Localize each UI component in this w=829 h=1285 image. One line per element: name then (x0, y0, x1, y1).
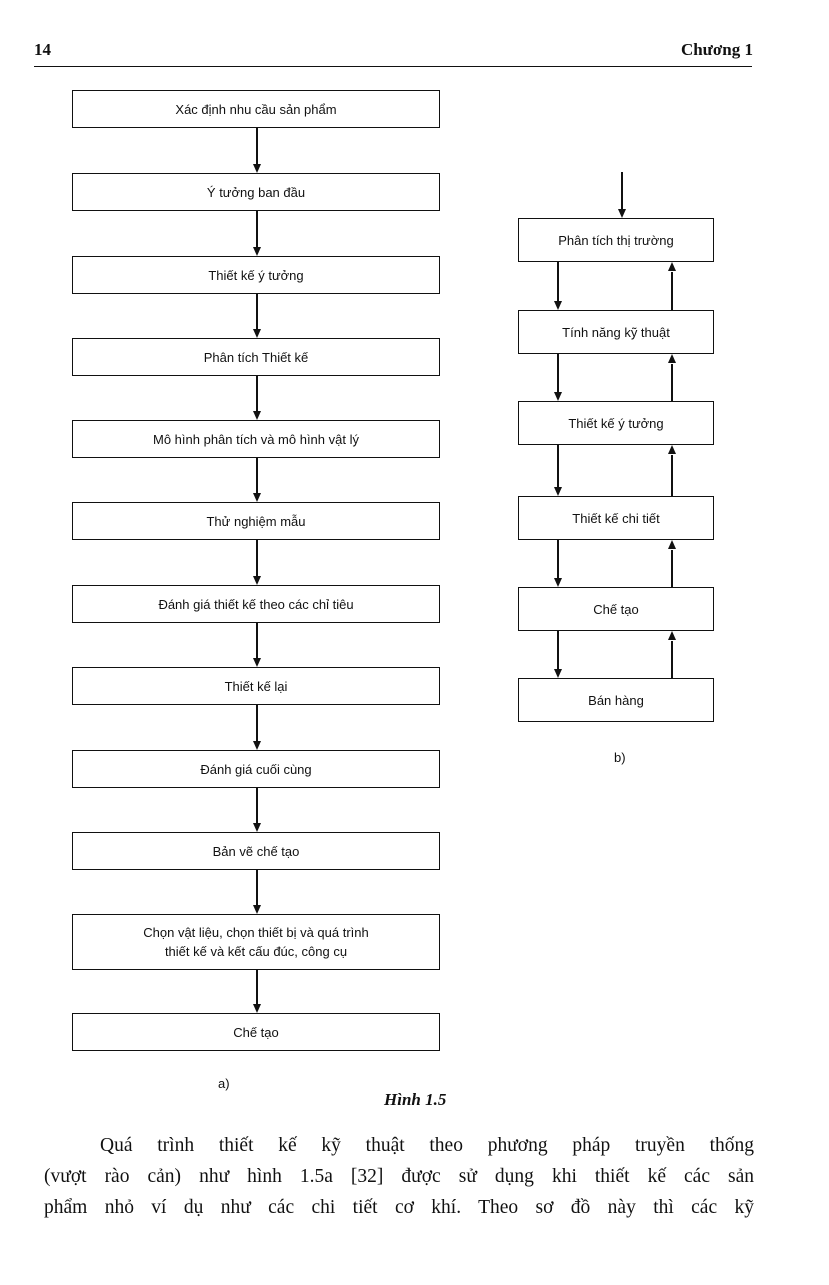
flow-b-down-line-5 (557, 631, 559, 669)
flow-a-box-1-label: Xác định nhu cầu sản phẩm (175, 101, 337, 117)
flow-a-box-11-line-1: Chọn vật liệu, chọn thiết bị và quá trìn… (143, 925, 369, 940)
flow-a-box-11: Chọn vật liệu, chọn thiết bị và quá trìn… (72, 914, 440, 970)
flow-a-arrowhead-11 (253, 1004, 261, 1013)
flow-b-box-3-label: Thiết kế ý tưởng (568, 415, 664, 431)
flow-b-up-line-2 (671, 364, 673, 401)
flow-b-box-5: Chế tạo (518, 587, 714, 631)
flow-b-up-arrowhead-4 (668, 540, 676, 549)
header-divider (34, 66, 752, 67)
flow-b-up-arrowhead-1 (668, 262, 676, 271)
flow-b-up-line-4 (671, 550, 673, 587)
flow-b-box-3: Thiết kế ý tưởng (518, 401, 714, 445)
flow-a-box-5: Mô hình phân tích và mô hình vật lý (72, 420, 440, 458)
flow-b-down-line-3 (557, 445, 559, 487)
flow-a-box-4: Phân tích Thiết kế (72, 338, 440, 376)
flow-b-down-line-1 (557, 262, 559, 301)
flow-b-down-arrowhead-2 (554, 392, 562, 401)
flow-b-up-line-1 (671, 272, 673, 310)
flow-b-box-2-label: Tính năng kỹ thuật (562, 324, 670, 340)
flow-b-box-1-label: Phân tích thị trường (558, 232, 674, 248)
flow-b-up-arrowhead-5 (668, 631, 676, 640)
flow-a-arrow-line-8 (256, 705, 258, 741)
flow-a-box-7-label: Đánh giá thiết kế theo các chỉ tiêu (158, 596, 354, 612)
flow-a-arrow-line-6 (256, 540, 258, 576)
figure-a-caption: a) (218, 1076, 230, 1091)
paragraph-line-3: phẩm nhỏ ví dụ như các chi tiết cơ khí. … (44, 1197, 754, 1218)
flow-a-arrowhead-4 (253, 411, 261, 420)
flow-a-box-12: Chế tạo (72, 1013, 440, 1051)
flow-b-down-line-2 (557, 354, 559, 392)
flow-a-arrow-line-5 (256, 458, 258, 493)
flow-a-arrowhead-10 (253, 905, 261, 914)
flow-a-box-10-label: Bản vẽ chế tạo (212, 843, 300, 859)
flow-a-arrow-line-3 (256, 294, 258, 329)
flow-b-down-arrowhead-4 (554, 578, 562, 587)
paragraph-line-2: (vượt rào cản) như hình 1.5a [32] được s… (44, 1166, 754, 1187)
flow-a-arrow-line-2 (256, 211, 258, 247)
flow-b-box-2: Tính năng kỹ thuật (518, 310, 714, 354)
flow-a-arrowhead-8 (253, 741, 261, 750)
flow-b-up-arrowhead-2 (668, 354, 676, 363)
flow-a-arrow-line-4 (256, 376, 258, 411)
flow-b-box-5-label: Chế tạo (593, 601, 639, 617)
figure-b-caption: b) (614, 750, 626, 765)
flow-a-box-9-label: Đánh giá cuối cùng (200, 761, 312, 777)
flow-a-box-5-label: Mô hình phân tích và mô hình vật lý (153, 431, 359, 447)
flow-b-box-4: Thiết kế chi tiết (518, 496, 714, 540)
flow-a-box-6: Thử nghiệm mẫu (72, 502, 440, 540)
flow-a-arrow-line-1 (256, 128, 258, 164)
flow-b-down-arrowhead-3 (554, 487, 562, 496)
figure-title: Hình 1.5 (384, 1090, 447, 1109)
flow-b-up-arrowhead-3 (668, 445, 676, 454)
flow-b-box-6: Bán hàng (518, 678, 714, 722)
flow-a-box-2-label: Ý tưởng ban đầu (206, 184, 306, 200)
flow-a-arrow-line-9 (256, 788, 258, 823)
page-number: 14 (34, 40, 51, 59)
flow-a-box-2: Ý tưởng ban đầu (72, 173, 440, 211)
paragraph-line-1-text: Quá trình thiết kế kỹ thuật theo phương … (100, 1135, 754, 1156)
flow-a-box-1: Xác định nhu cầu sản phẩm (72, 90, 440, 128)
flow-a-arrowhead-9 (253, 823, 261, 832)
flow-b-up-line-5 (671, 641, 673, 678)
flow-a-arrow-line-10 (256, 870, 258, 905)
flow-a-arrowhead-3 (253, 329, 261, 338)
flow-b-up-line-3 (671, 455, 673, 496)
flow-a-box-11-line-2: thiết kế và kết cấu đúc, công cụ (164, 944, 348, 959)
flow-a-arrowhead-6 (253, 576, 261, 585)
flow-a-arrowhead-7 (253, 658, 261, 667)
flow-a-box-3-label: Thiết kế ý tưởng (208, 267, 304, 283)
flow-b-box-1: Phân tích thị trường (518, 218, 714, 262)
flow-b-box-6-label: Bán hàng (588, 692, 644, 708)
flow-a-arrow-line-7 (256, 623, 258, 658)
flow-a-box-12-label: Chế tạo (233, 1024, 279, 1040)
body-paragraph: Quá trình thiết kế kỹ thuật theo phương … (44, 1130, 754, 1223)
flow-a-arrowhead-1 (253, 164, 261, 173)
flow-b-down-arrowhead-5 (554, 669, 562, 678)
paragraph-line-1: Quá trình thiết kế kỹ thuật theo phương … (44, 1130, 754, 1161)
flow-a-box-6-label: Thử nghiệm mẫu (206, 513, 306, 529)
flow-a-box-9: Đánh giá cuối cùng (72, 750, 440, 788)
flow-a-box-4-label: Phân tích Thiết kế (203, 349, 309, 365)
flow-a-box-8-label: Thiết kế lại (224, 678, 288, 694)
flow-b-down-arrowhead-1 (554, 301, 562, 310)
flow-a-box-10: Bản vẽ chế tạo (72, 832, 440, 870)
flow-a-arrow-line-11 (256, 970, 258, 1004)
flow-a-box-8: Thiết kế lại (72, 667, 440, 705)
flow-a-arrowhead-5 (253, 493, 261, 502)
flow-a-box-7: Đánh giá thiết kế theo các chỉ tiêu (72, 585, 440, 623)
flow-b-incoming-line (621, 172, 623, 209)
chapter-heading: Chương 1 (680, 40, 753, 59)
flow-b-box-4-label: Thiết kế chi tiết (572, 510, 660, 526)
flow-b-incoming-arrowhead (618, 209, 626, 218)
flow-a-box-11-text: Chọn vật liệu, chọn thiết bị và quá trìn… (143, 923, 368, 961)
flow-b-down-line-4 (557, 540, 559, 578)
flow-a-arrowhead-2 (253, 247, 261, 256)
flow-a-box-3: Thiết kế ý tưởng (72, 256, 440, 294)
